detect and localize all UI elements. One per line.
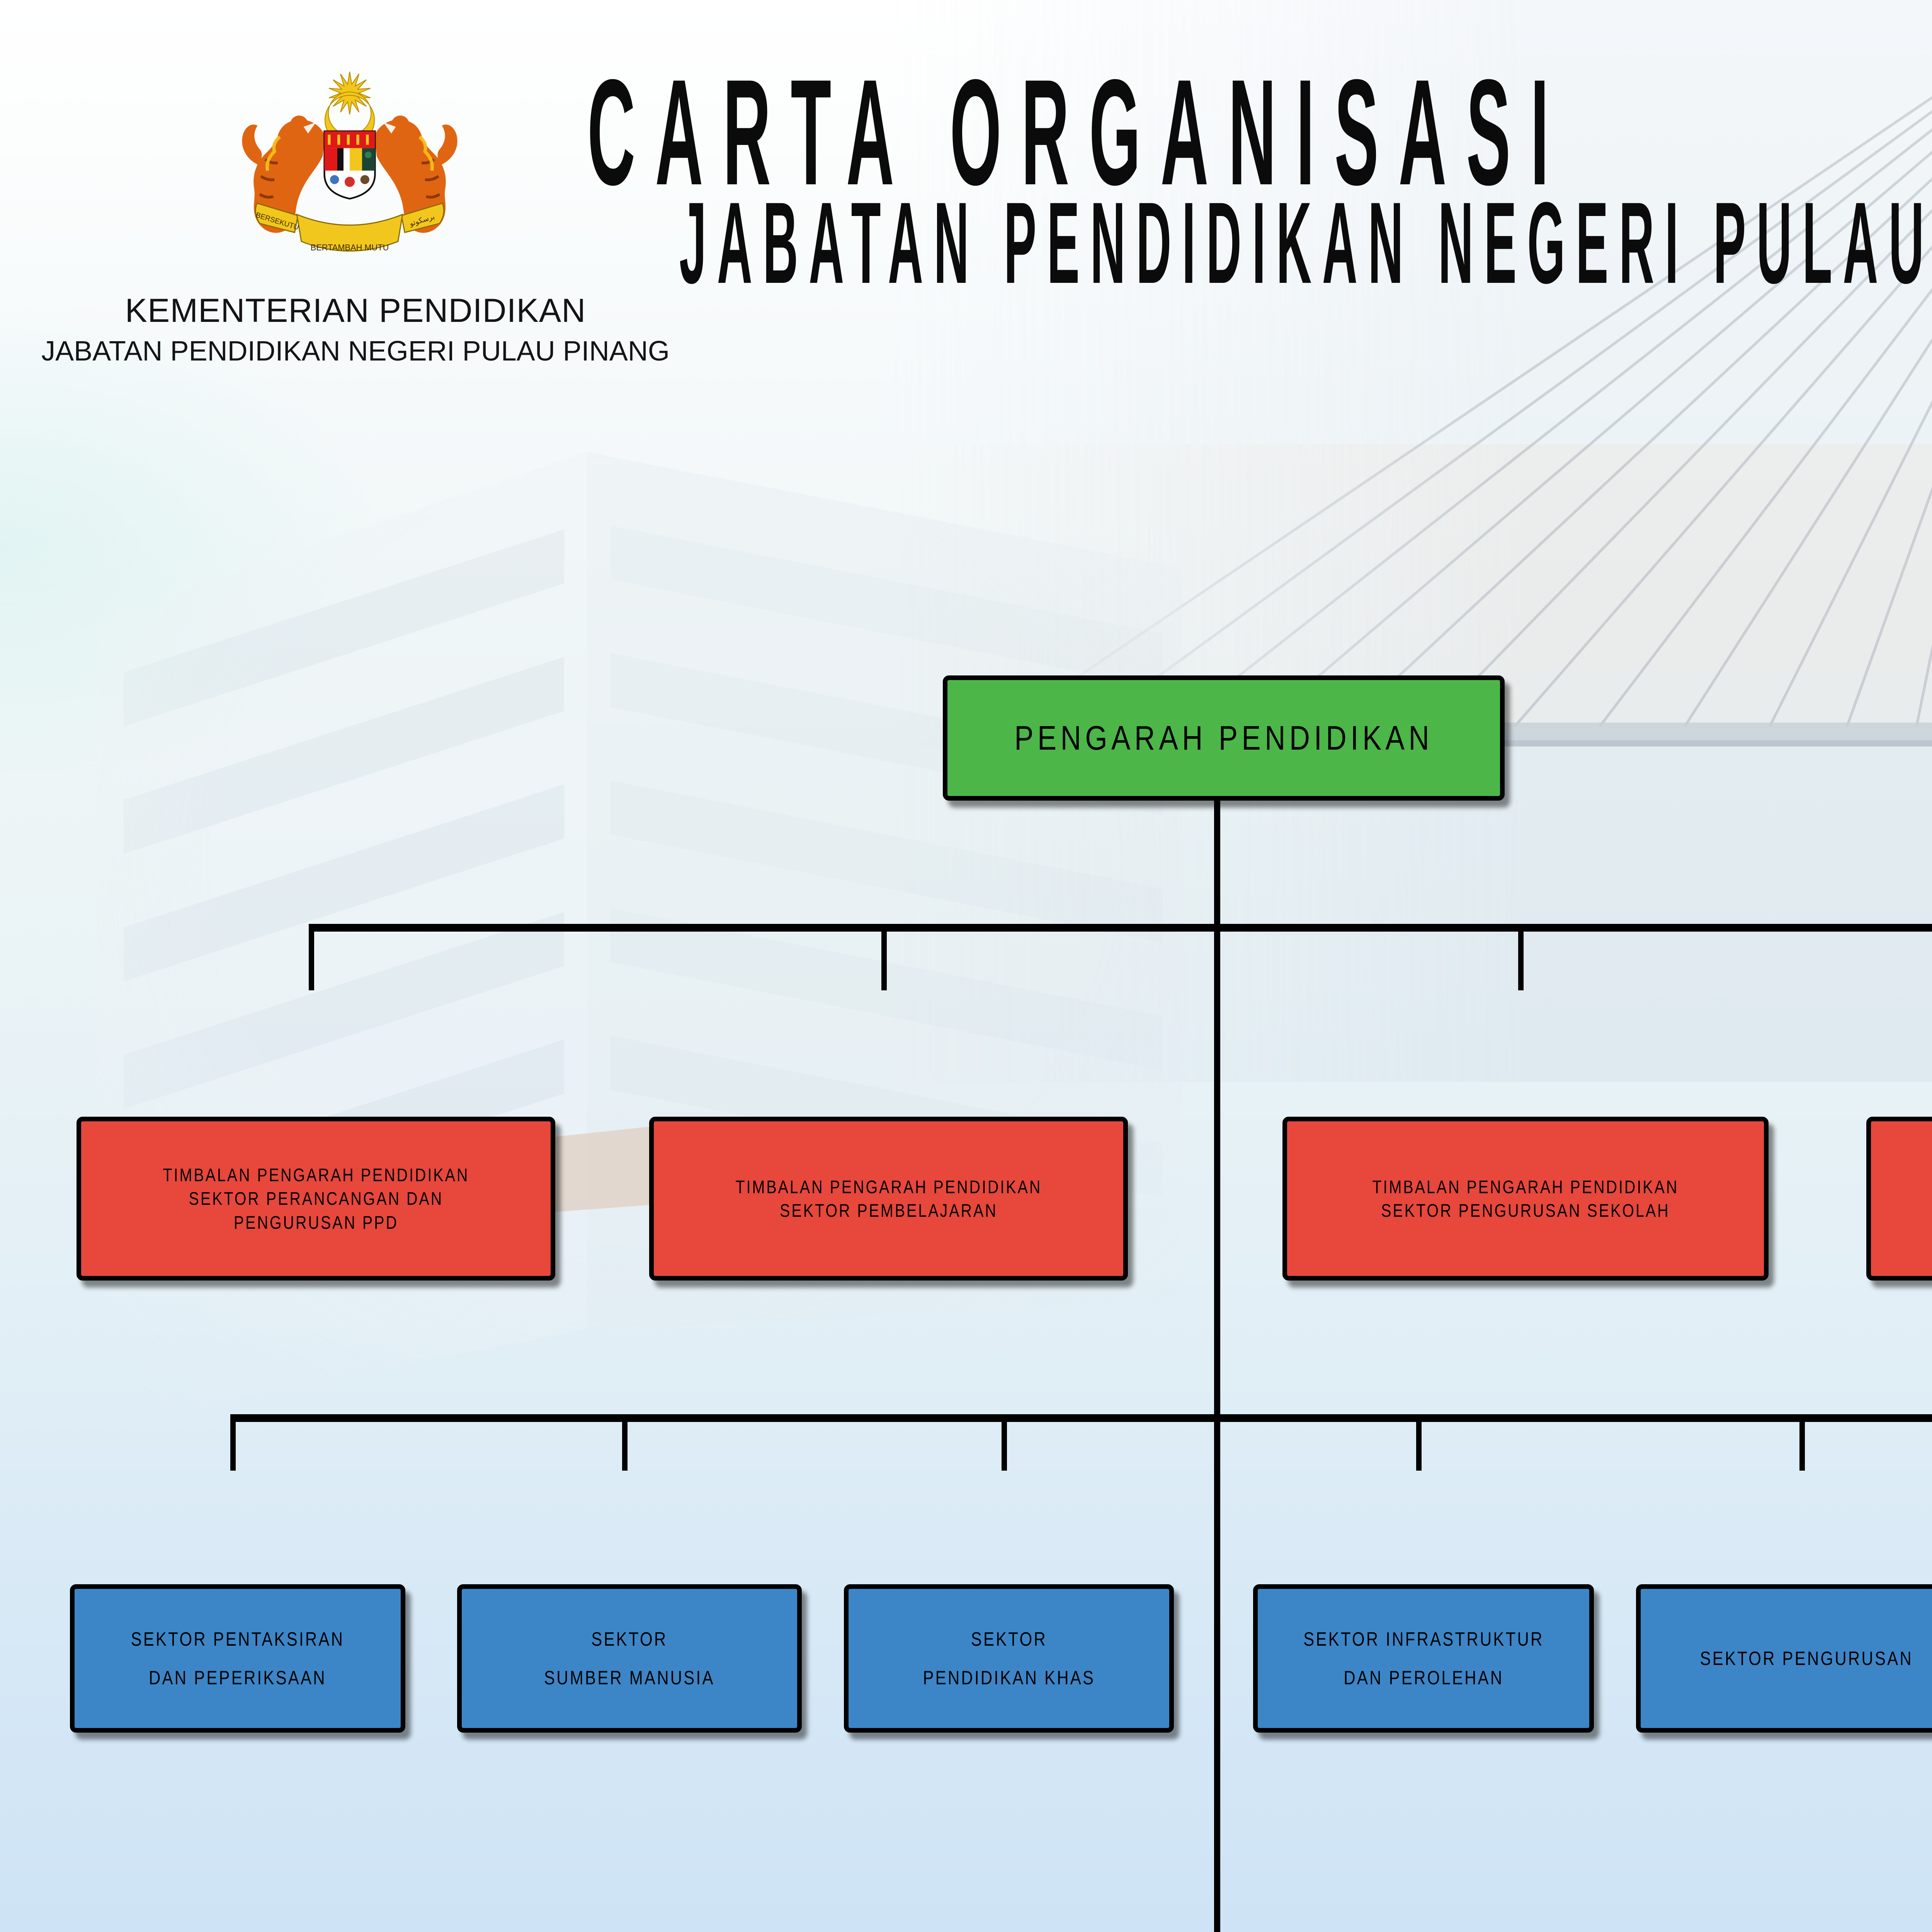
ministry-name: KEMENTERIAN PENDIDIKAN [125, 292, 586, 329]
connector-vertical-main [1214, 788, 1220, 1932]
connector-stub [881, 924, 887, 990]
org-node-director: PENGARAH PENDIDIKAN [943, 675, 1505, 801]
connector-stub [309, 924, 314, 990]
connector-bar-level1 [309, 924, 1932, 932]
page-title-line2: JABATAN PENDIDIKAN NEGERI PULAU PINANG [679, 178, 1932, 308]
connector-stub [1799, 1414, 1805, 1471]
shield-icon [323, 130, 376, 200]
connector-stub [622, 1414, 628, 1471]
org-node-label: PENGARAH PENDIDIKAN [1014, 719, 1433, 757]
tiger-left-icon [242, 116, 325, 233]
org-node-deputy-pembangunan-murid: TIMBALAN PENGARAH PENDIDIKAN SEKTOR PEMB… [1866, 1117, 1932, 1281]
motto-banner: BERSEKUTU برسكوتو BERTAMBAH MUTU [255, 202, 445, 252]
page-title-line1: CARTA ORGANISASI [587, 48, 1569, 216]
connector-stub [1416, 1414, 1422, 1471]
org-node-deputy-pengurusan-sekolah: TIMBALAN PENGARAH PENDIDIKAN SEKTOR PENG… [1282, 1117, 1769, 1281]
motto-center-text: BERTAMBAH MUTU [311, 243, 389, 252]
connector-stub [1518, 924, 1524, 990]
org-node-label: TIMBALAN PENGARAH PENDIDIKAN SEKTOR PEMB… [735, 1176, 1042, 1221]
org-node-label: TIMBALAN PENGARAH PENDIDIKAN SEKTOR PERA… [163, 1165, 469, 1233]
connector-stub [1002, 1414, 1007, 1471]
org-node-deputy-pembelajaran: TIMBALAN PENGARAH PENDIDIKAN SEKTOR PEMB… [649, 1117, 1128, 1281]
coat-of-arms-logo: BERSEKUTU برسكوتو BERTAMBAH MUTU [242, 71, 457, 252]
connector-stub [230, 1414, 236, 1471]
header-ministry-block: KEMENTERIAN PENDIDIKAN JABATAN PENDIDIKA… [0, 292, 711, 367]
org-node-sektor-pengurusan: SEKTOR PENGURUSAN [1636, 1584, 1932, 1733]
org-node-deputy-perancangan: TIMBALAN PENGARAH PENDIDIKAN SEKTOR PERA… [77, 1117, 555, 1281]
department-name: JABATAN PENDIDIKAN NEGERI PULAU PINANG [41, 336, 670, 367]
connector-bar-level2 [230, 1414, 1932, 1422]
org-node-label: TIMBALAN PENGARAH PENDIDIKAN SEKTOR PENG… [1372, 1176, 1679, 1221]
